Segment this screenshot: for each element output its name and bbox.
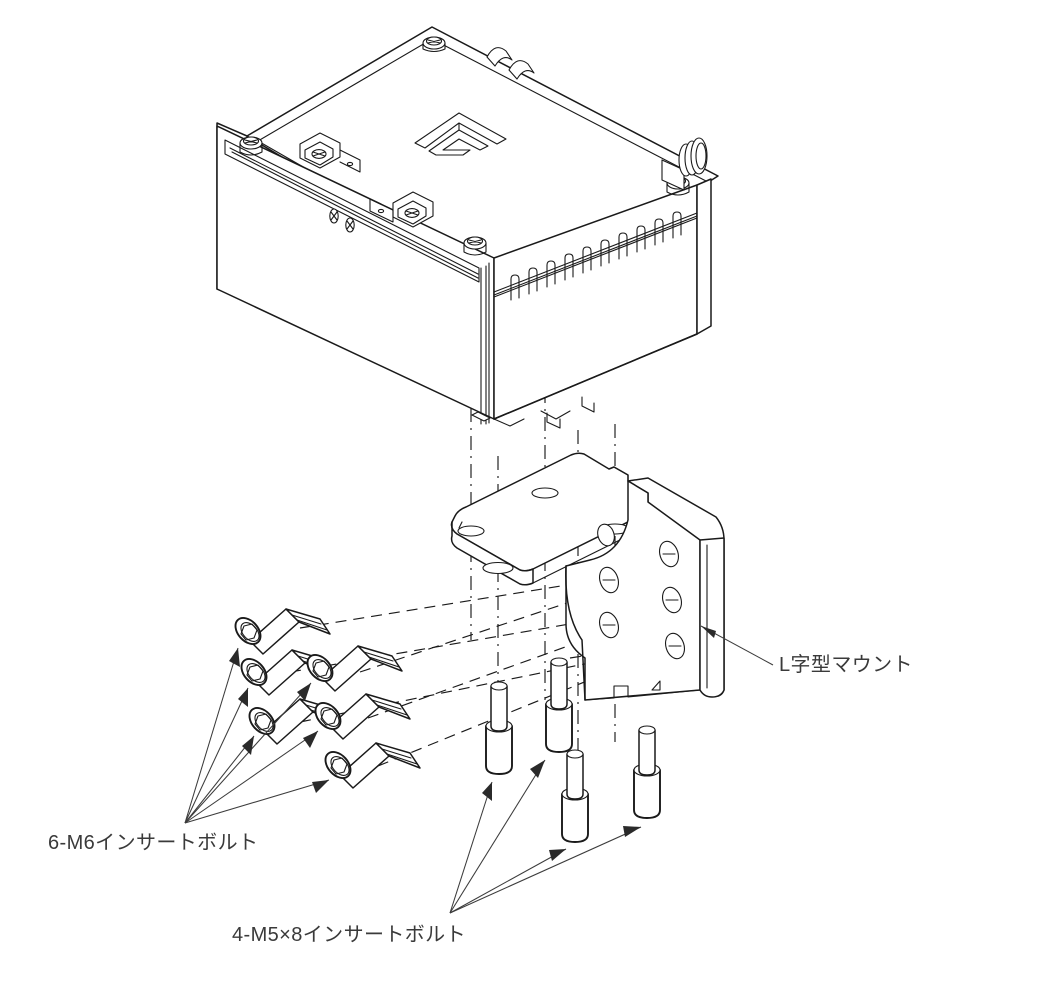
bracket-plate-holes [457,487,630,575]
m6-bolt [324,742,421,789]
leader-l-mount [700,625,774,666]
callout-label-l-mount: L字型マウント [779,654,913,676]
m5-bolt [485,681,513,775]
cable-gland [661,137,708,191]
m6-socket-head-cap-screws [234,608,421,789]
m5-bolt [545,657,573,753]
m5-bolt [561,749,589,843]
rail-bracket-left [299,132,361,173]
bracket-flange-edge [699,537,725,698]
callout-label-m6-bolts: 6-M6インサートボルト [48,832,259,854]
l-shaped-mounting-bracket [450,452,725,701]
bracket-flange-holes [597,523,686,660]
top-cover-screw-front [463,236,487,256]
rear-cable-tabs [486,47,535,80]
face-screw-holes [329,208,355,233]
leader-fan-m5 [449,759,642,914]
leader-fan-m6 [184,647,330,824]
enclosure-right-edge-strip [696,178,712,335]
top-cover-screw-left [239,136,263,156]
ventilation-slots [510,211,682,301]
chevron-logo [414,112,507,156]
m6-bolt [314,693,411,740]
top-cover-screw-rear [422,36,446,53]
m6-bolt [234,608,331,655]
m5-shoulder-bolts [485,657,661,843]
m5-bolt [633,725,661,819]
m6-bolt [306,645,403,692]
rail-bracket-right [369,191,434,228]
bottom-mount-notches [546,396,595,429]
callout-label-m5-bolts: 4-M5×8インサートボルト [232,924,466,946]
device-enclosure [216,26,719,429]
